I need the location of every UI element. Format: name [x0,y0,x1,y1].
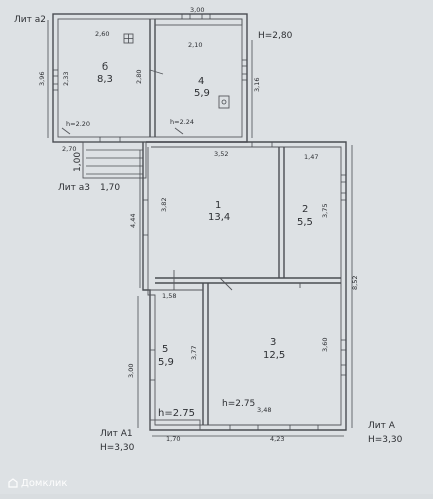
sink-icon [218,95,230,109]
dim-room-4-height: 2,80 [135,70,143,84]
domclick-logo-icon [8,478,18,488]
room-5-height: h=2.75 [158,408,195,419]
room-3-area: 12,5 [263,350,285,361]
label-lit-a3: Лит а3 [58,183,90,193]
room-1-area: 13,4 [208,212,230,223]
dim-porch-w: 1,70 [100,183,120,193]
dimension-lines [47,20,353,437]
dim-left-bottom-outer: 3,00 [127,364,135,378]
main-inner-wall [147,146,342,426]
main-outer-wall [142,141,347,431]
room-2-area: 5,5 [297,217,313,228]
room-4-area: 5,9 [194,88,210,99]
room-4-height: h=2.24 [170,118,194,126]
door-1-3 [219,277,233,291]
room-5-area: 5,9 [158,357,174,368]
dim-top-total: 3,00 [190,6,204,14]
height-top: H=2,80 [258,31,293,41]
entry-step [149,419,201,431]
dim-right-a2: 3,16 [253,78,261,92]
dim-room1-top: 3,52 [214,150,228,158]
room-3-height: h=2.75 [222,399,255,409]
a3-porch [82,141,147,179]
door-b-4 [149,69,164,75]
label-lit-a: Лит А [368,421,396,431]
room-5-id: 5 [162,344,168,355]
block-lit-a3 [82,141,147,179]
room4-top-band [154,18,243,26]
dim-porch-h: 1,00 [73,152,83,172]
watermark: Домклик [8,476,67,490]
room-1-id: 1 [215,200,221,211]
dim-room-b-height: 2,33 [62,72,70,86]
label-lit-a2: Лит а2 [14,15,46,25]
dim-room2-height: 3,75 [321,204,329,218]
height-a: H=3,30 [368,435,403,445]
dim-room2-width: 1,47 [304,153,318,161]
watermark-text: Домклик [21,477,68,489]
label-lit-a1: Лит А1 [100,429,133,439]
room-b-height: h=2.20 [66,120,90,128]
dim-room-4-width: 2,10 [188,41,202,49]
block-lit-a [142,141,347,431]
dim-right-outer: 8,52 [351,276,359,290]
dim-lower-left: 2,70 [62,145,76,153]
dim-left-outer: 3,96 [38,72,46,86]
dim-room-b-width: 2,60 [95,30,109,38]
dim-bottom-left: 1,70 [166,435,180,443]
dim-room1-left-outer: 4,44 [129,214,137,228]
dim-room3-height: 3,60 [321,338,329,352]
dim-room3-width: 3,48 [257,406,271,414]
room-b-id: б [102,62,108,73]
height-a1: H=3,30 [100,443,135,453]
dim-room5-top: 1,58 [162,292,176,300]
room-3-id: 3 [270,337,276,348]
room-b-area: 8,3 [97,74,113,85]
dim-room5-height: 3,77 [190,346,198,360]
room-4-id: 4 [198,76,204,87]
room-2-id: 2 [302,204,308,215]
dim-room1-left: 3,82 [160,198,168,212]
dim-bottom-right: 4,23 [270,435,284,443]
